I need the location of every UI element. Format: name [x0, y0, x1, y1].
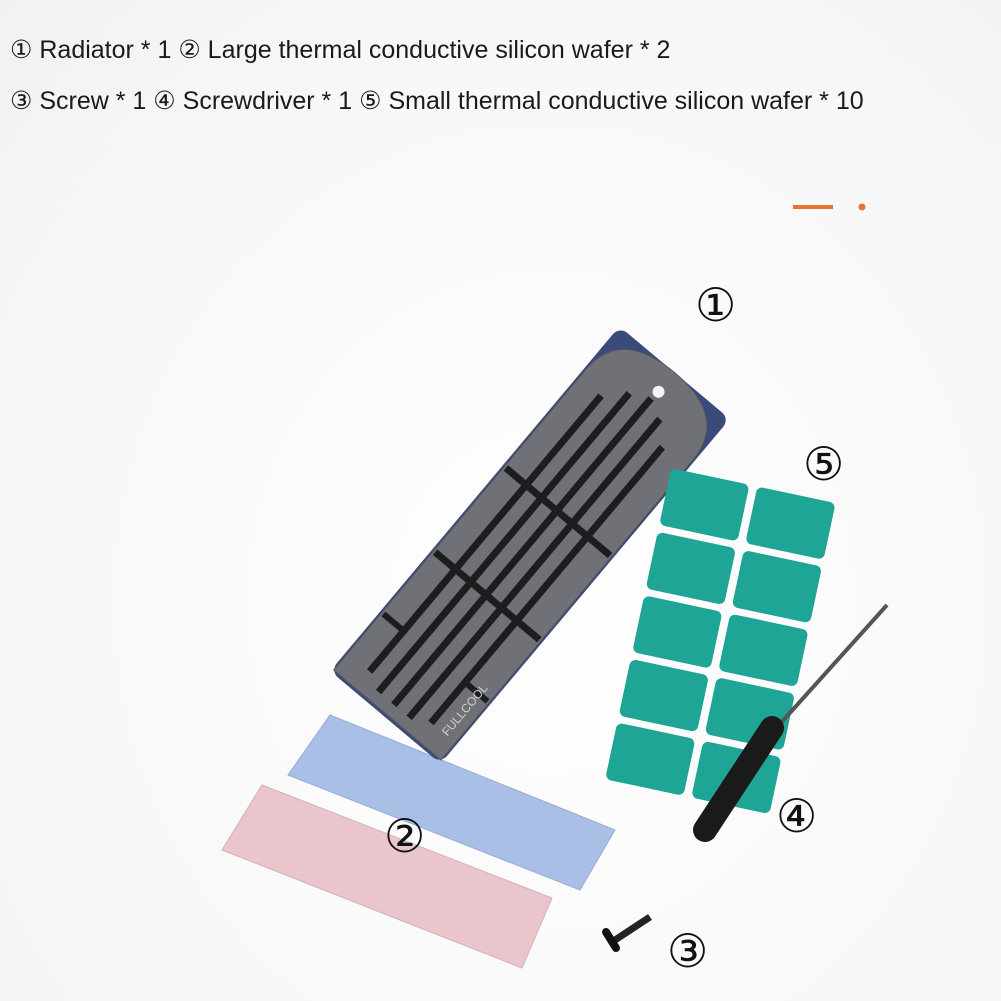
label-screwdriver: ④: [776, 789, 817, 843]
label-small-wafer: ⑤: [803, 437, 844, 491]
screwdriver: [693, 603, 889, 842]
pink-thermal-pad: [221, 784, 553, 969]
radiator: FULLCOOL: [332, 330, 726, 761]
label-radiator: ①: [695, 278, 736, 332]
caption-line-2: ③ Screw * 1 ④ Screwdriver * 1 ⑤ Small th…: [10, 87, 864, 115]
blue-thermal-pad: [287, 714, 616, 891]
caption-line-1: ① Radiator * 1 ② Large thermal conductiv…: [10, 36, 671, 64]
screw: [602, 914, 652, 952]
accent-mark: [793, 203, 866, 211]
label-large-wafer: ②: [384, 809, 425, 863]
label-screw: ③: [667, 924, 708, 978]
